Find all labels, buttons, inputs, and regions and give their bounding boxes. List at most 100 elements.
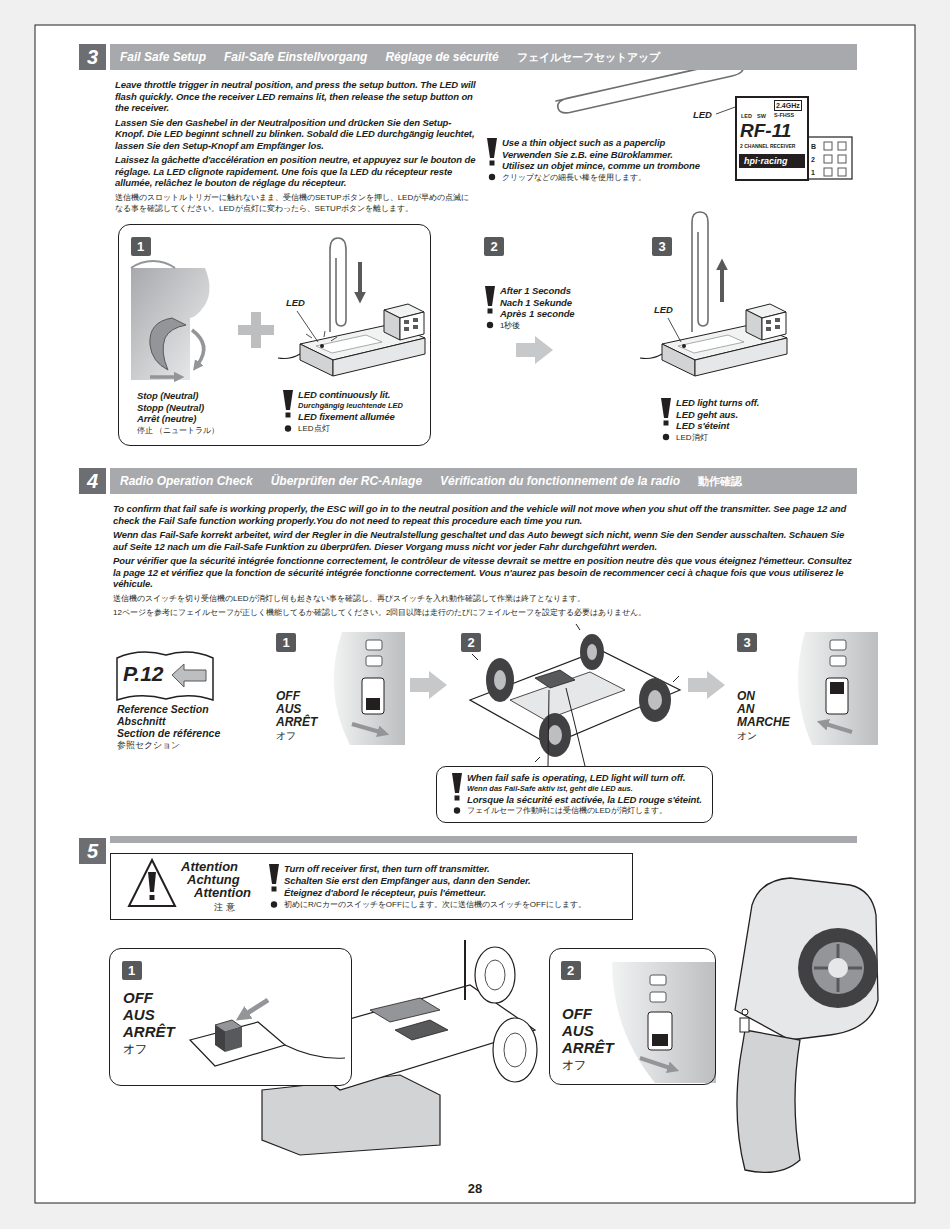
- bullet-dot: [487, 322, 493, 328]
- switch-state: AUS: [123, 1006, 155, 1023]
- warning-text: Attention: [194, 886, 251, 900]
- warning-triangle: [150, 895, 155, 900]
- rc-car: [587, 644, 597, 660]
- bullet-dot: [663, 434, 669, 440]
- switch-panel: [190, 1022, 285, 1066]
- rc-car: [566, 688, 585, 766]
- pin-label: 1: [811, 166, 816, 179]
- bullet-dot: [271, 901, 277, 907]
- plus-sign: [238, 312, 274, 348]
- step-number: 1: [282, 635, 289, 650]
- switch-state: オフ: [123, 1041, 147, 1057]
- section-number: 3: [79, 44, 106, 70]
- part-label: LED: [654, 304, 673, 316]
- reference-book: [117, 652, 213, 700]
- pin-label: B: [811, 140, 816, 153]
- step-number: 1: [137, 239, 144, 254]
- section-title: Radio Operation Check: [120, 474, 253, 488]
- section-number-text: 4: [87, 470, 98, 492]
- text-group: LED: [693, 109, 712, 121]
- reference-book: P.12: [117, 648, 213, 700]
- section-number: 4: [79, 468, 106, 494]
- rc-car: [493, 1018, 537, 1082]
- receiver-sketch: [330, 238, 346, 332]
- switch-panel: [366, 698, 380, 710]
- section-title: Fail Safe Setup: [120, 50, 206, 64]
- step-caption: 停止 （ニュートラル）: [137, 425, 219, 436]
- rc-car: [494, 670, 506, 690]
- step-caption: LED点灯: [298, 423, 330, 434]
- step-caption: LED continuously lit.: [298, 389, 390, 401]
- instruction-text: 送信機のスイッチを切り受信機のLEDが消灯し何も起きない事を確認し、再びスイッチ…: [113, 593, 858, 604]
- receiver-marking: hpi·racing: [739, 154, 805, 168]
- switch-state: OFF: [276, 690, 317, 703]
- switch-panel: [830, 656, 846, 666]
- receiver-sketch: [668, 318, 681, 342]
- instruction-text: To confirm that fail safe is working pro…: [113, 503, 858, 526]
- switch-state: ARRÊT: [276, 716, 317, 729]
- warning-mark: [487, 138, 497, 166]
- note-text: LED geht aus.: [676, 409, 846, 421]
- rc-car: [535, 670, 575, 688]
- switch-panel: [225, 1027, 242, 1052]
- receiver-marking: LED: [741, 113, 752, 120]
- step-number: 2: [467, 635, 474, 650]
- receiver-sketch: [640, 304, 787, 376]
- rc-car: [576, 624, 580, 630]
- section-number-text: 5: [87, 840, 98, 862]
- section-title: Réglage de sécurité: [385, 50, 498, 64]
- receiver-sketch: [692, 212, 708, 332]
- receiver-marking: S-FHSS: [774, 112, 794, 119]
- receiver-marking: RF-11: [740, 120, 791, 141]
- receiver-marking: 2.4GHz: [774, 100, 802, 111]
- note-text: LED消灯: [676, 432, 846, 443]
- transmitter: [812, 942, 864, 994]
- transmitter-trigger: [131, 261, 210, 380]
- warning-mark: [283, 390, 293, 410]
- warning-text: 注 意: [214, 901, 235, 913]
- receiver-marking: 2 CHANNEL RECEIVER: [740, 143, 795, 149]
- reference-text: Abschnitt: [117, 715, 267, 727]
- transmitter-trigger: [150, 318, 186, 370]
- switch-panel: [366, 656, 382, 666]
- step-badge: 1: [131, 237, 151, 256]
- transmitter: [735, 878, 878, 1040]
- bullet-dot: [489, 174, 495, 180]
- instruction-text: 12ページを参考にフェイルセーフが正しく機能してるか確認してください。2回目以降…: [113, 607, 858, 618]
- step-arrow: [410, 671, 447, 699]
- receiver-sketch: [358, 262, 362, 294]
- callout-box: When fail safe is operating, LED light w…: [436, 766, 713, 823]
- instruction-text: 送信機のスロットルトリガーに触れないまま、受信機のSETUPボタンを押し、LED…: [115, 192, 477, 214]
- text-group: OFFAUSARRÊTオフ: [276, 690, 317, 742]
- switch-panel: [109, 948, 352, 1086]
- warning-mark: [664, 421, 669, 426]
- transmitter: [828, 958, 848, 978]
- switch-state: AN: [737, 703, 790, 716]
- switch-panel: [109, 948, 352, 1086]
- switch-panel: [246, 1000, 268, 1014]
- switch-state: オン: [737, 729, 790, 742]
- switch-panel: [612, 962, 716, 1083]
- note-text: After 1 Seconds: [500, 285, 640, 297]
- transmitter-trigger: [192, 330, 204, 364]
- instruction-text: Lassen Sie den Gashebel in der Neutralpo…: [115, 117, 477, 152]
- text-group: Reference SectionAbschnittSection de réf…: [117, 703, 267, 751]
- page-number: 28: [451, 1181, 499, 1196]
- reference-book: [172, 664, 206, 687]
- step-caption: LED fixement allumée: [298, 411, 395, 423]
- note-text: LED light turns off.: [676, 397, 846, 409]
- rc-car: [648, 690, 662, 710]
- receiver-icon: [807, 137, 852, 179]
- transmitter: [735, 878, 878, 1172]
- reference-text: Section de référence: [117, 727, 267, 739]
- warning-mark: [283, 390, 293, 418]
- switch-state: MARCHE: [737, 716, 790, 729]
- text-group: Leave throttle trigger in neutral positi…: [115, 79, 477, 214]
- transmitter-trigger: [131, 261, 175, 268]
- text-group: To confirm that fail safe is working pro…: [113, 503, 858, 618]
- page-frame: [35, 25, 915, 1203]
- step-arrow: [688, 671, 725, 699]
- receiver-icon: [824, 168, 832, 176]
- rc-car: [472, 654, 478, 660]
